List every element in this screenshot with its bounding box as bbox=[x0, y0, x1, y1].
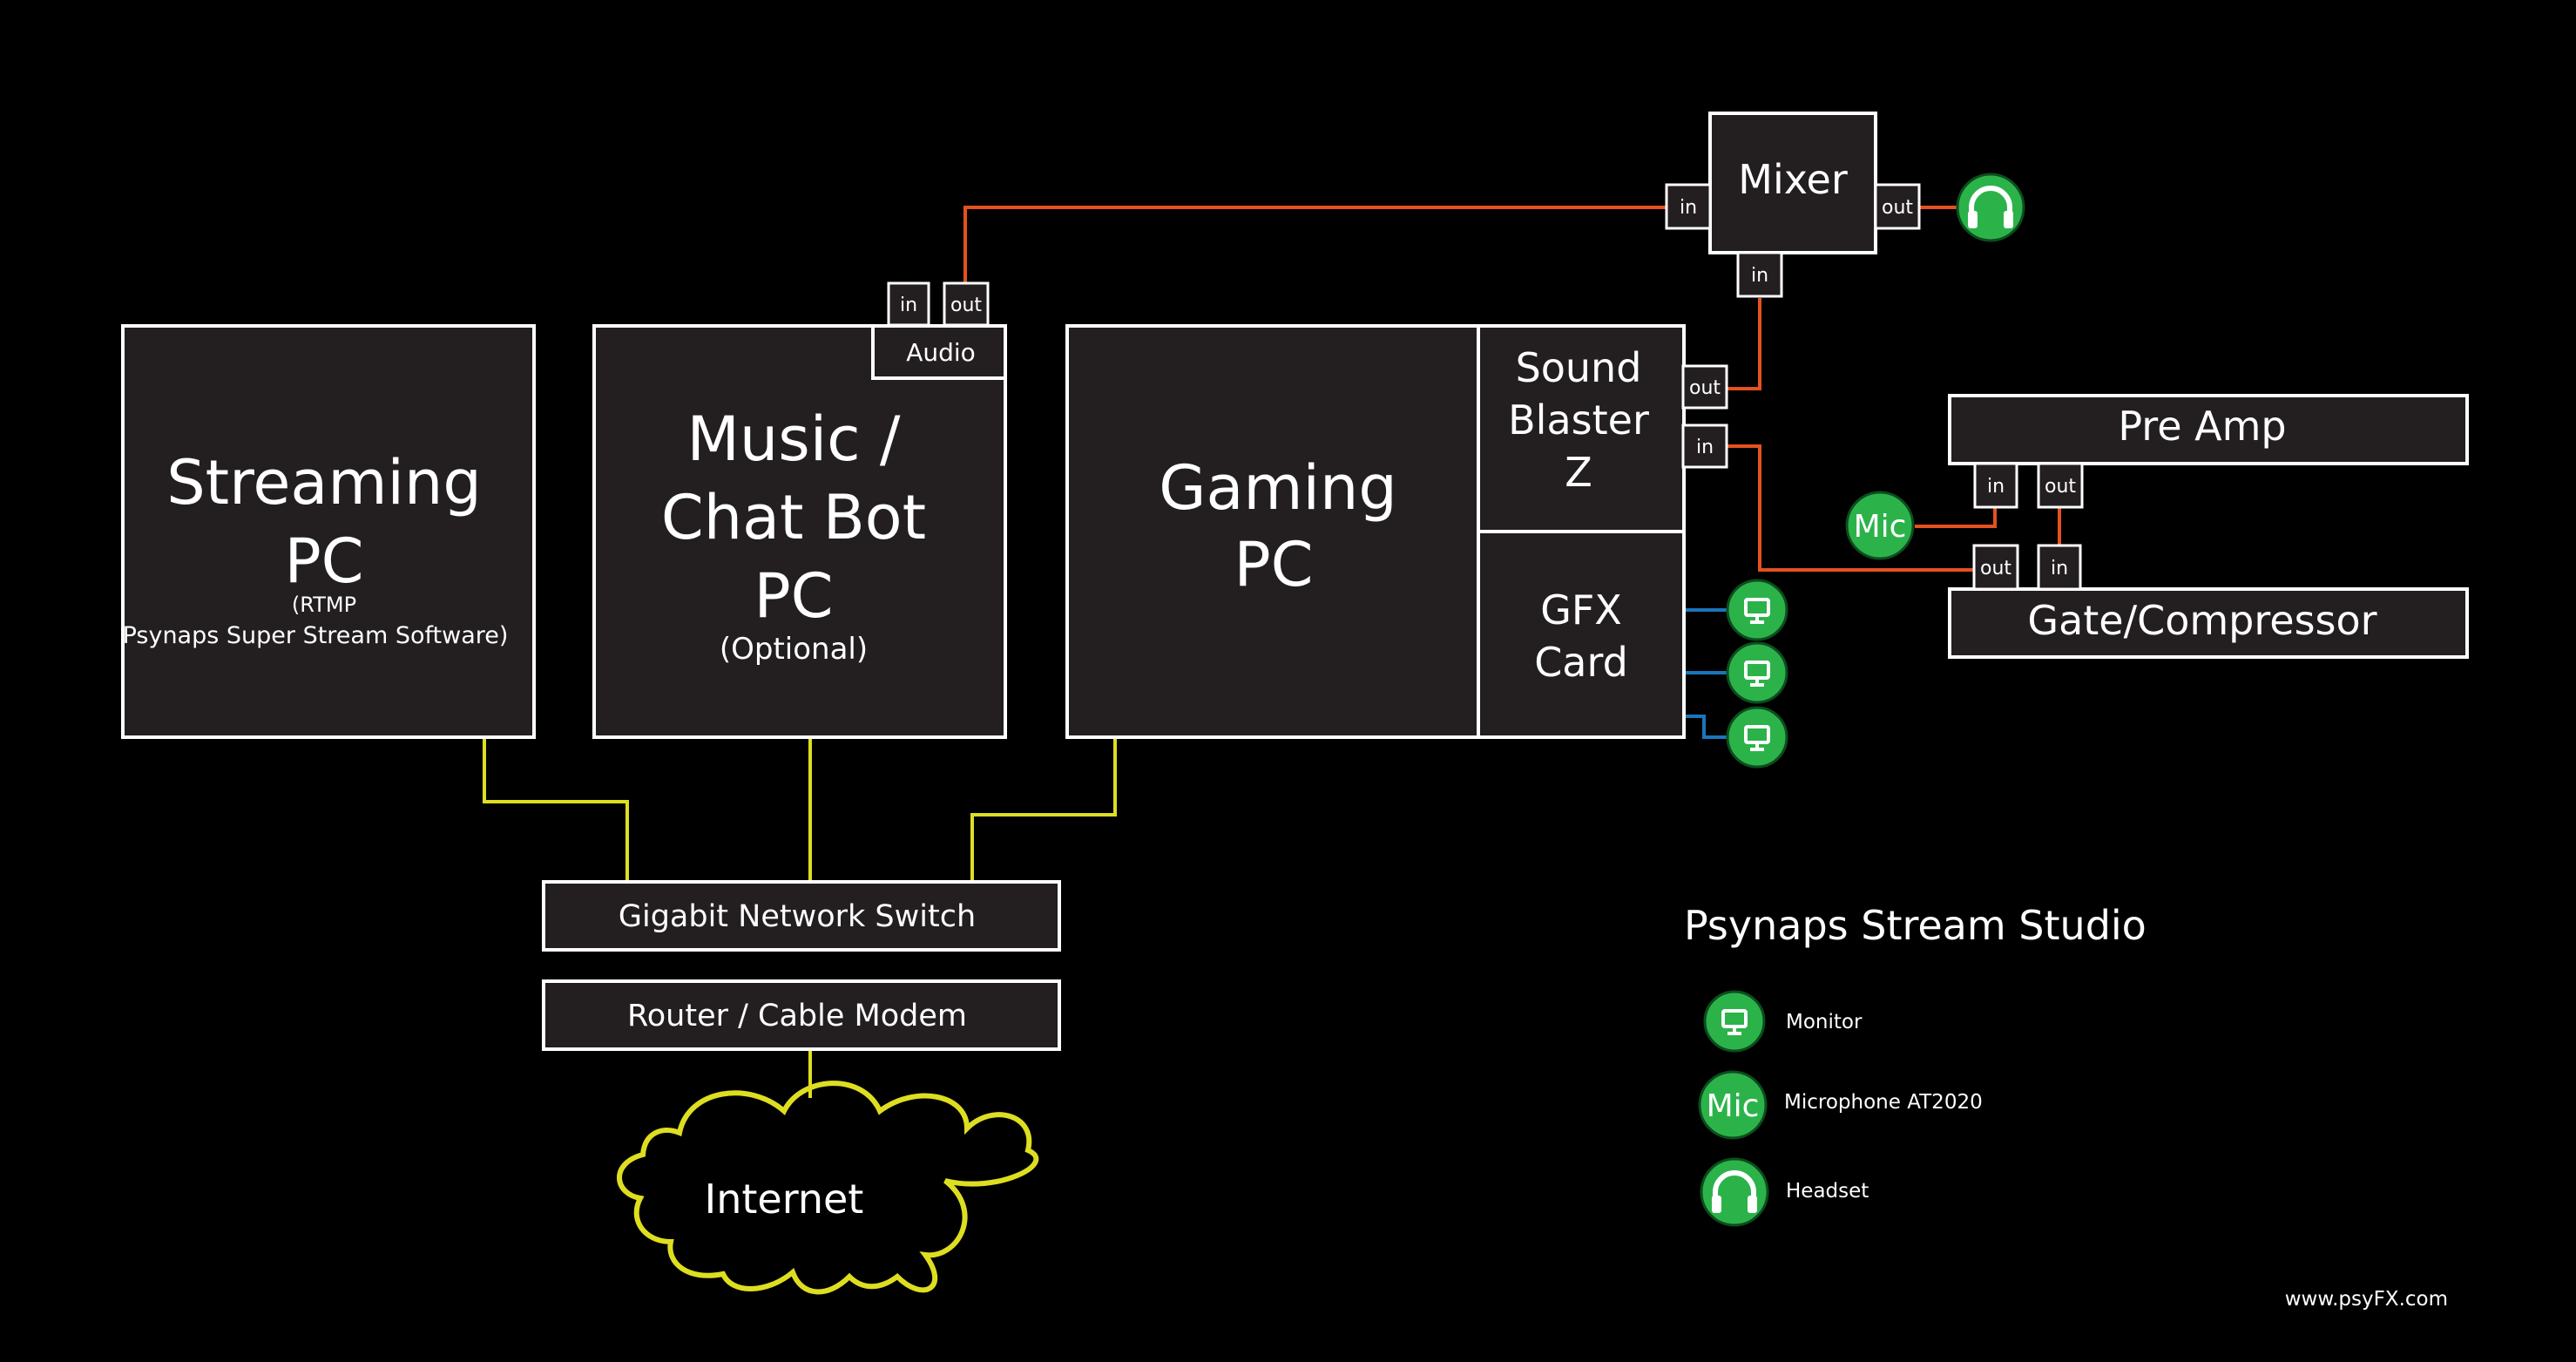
pre-amp: Pre Amp in out bbox=[1948, 394, 2469, 509]
gate-in-label: in bbox=[2051, 558, 2068, 579]
gate-box bbox=[1948, 587, 2469, 659]
legend-monitor-icon bbox=[1703, 990, 1766, 1053]
gfx-card-box bbox=[1477, 530, 1686, 739]
audio-out-label: out bbox=[950, 295, 982, 316]
music-pc-box bbox=[592, 324, 1007, 739]
audio-module-label: Audio bbox=[906, 338, 976, 367]
gfx-line-2: Card bbox=[1534, 639, 1628, 686]
mixer-out-port bbox=[1874, 183, 1921, 230]
network-devices: Gigabit Network Switch Router / Cable Mo… bbox=[542, 880, 1061, 1051]
preamp-out-port bbox=[2037, 462, 2084, 509]
legend-headset-icon bbox=[1700, 1157, 1769, 1227]
wire-streaming-to-switch bbox=[483, 739, 629, 882]
mixer-box bbox=[1708, 112, 1877, 254]
gate-compressor: Gate/Compressor out in bbox=[1948, 544, 2469, 659]
microphone-icon: Mic bbox=[1845, 491, 1915, 560]
soundblaster-line-2: Blaster bbox=[1508, 396, 1649, 444]
wire-mic-to-preamp-in bbox=[1915, 507, 1997, 528]
video-wires bbox=[1683, 608, 1727, 739]
streaming-pc-sub-1: (RTMP bbox=[292, 593, 356, 617]
music-pc-title-1: Music / bbox=[687, 403, 901, 475]
gaming-pc-title-1: Gaming bbox=[1159, 452, 1397, 524]
wire-soundblaster-out-to-mixer-in bbox=[1725, 298, 1761, 390]
mic-icon-text: Mic bbox=[1854, 509, 1907, 545]
mixer-label: Mixer bbox=[1738, 156, 1848, 203]
network-wires bbox=[483, 739, 1117, 1098]
preamp-label: Pre Amp bbox=[2118, 403, 2286, 450]
legend-mic-icon-text: Mic bbox=[1707, 1088, 1760, 1124]
gate-in-port bbox=[2037, 544, 2082, 591]
audio-module-box bbox=[871, 324, 1007, 380]
soundblaster-out-label: out bbox=[1689, 377, 1721, 399]
gate-out-label: out bbox=[1980, 558, 2011, 579]
streaming-pc: Streaming PC (RTMP Psynaps Super Stream … bbox=[121, 324, 536, 739]
legend-microphone-icon: Mic bbox=[1698, 1070, 1768, 1140]
preamp-in-label: in bbox=[1987, 476, 2005, 498]
soundblaster-in-label: in bbox=[1696, 437, 1714, 458]
mixer-in-bottom-label: in bbox=[1751, 265, 1768, 287]
gaming-pc: Gaming PC Sound Blaster Z out in GFX Car… bbox=[1065, 324, 1728, 739]
wire-gate-out-to-soundblaster-in bbox=[1725, 444, 1976, 572]
wire-gaming-to-switch bbox=[970, 739, 1117, 882]
mixer-in-port-bottom bbox=[1736, 251, 1783, 298]
router-label: Router / Cable Modem bbox=[627, 999, 967, 1033]
streaming-pc-sub-2: Psynaps Super Stream Software) bbox=[123, 622, 509, 649]
mixer: Mixer in out in bbox=[1665, 112, 1921, 298]
monitor-icon-1 bbox=[1726, 579, 1788, 641]
soundblaster-out-port bbox=[1681, 364, 1728, 410]
monitor-icon-2 bbox=[1726, 641, 1788, 704]
audio-in-label: in bbox=[900, 295, 917, 316]
music-pc-sub: (Optional) bbox=[720, 632, 868, 667]
audio-out-port bbox=[943, 281, 990, 327]
gfx-line-1: GFX bbox=[1540, 586, 1622, 634]
soundblaster-line-3: Z bbox=[1565, 449, 1592, 496]
gate-out-port bbox=[1972, 544, 2019, 591]
gate-label: Gate/Compressor bbox=[2027, 597, 2377, 644]
internet-cloud-shape bbox=[617, 1081, 1039, 1295]
headset-icon bbox=[1956, 173, 2025, 242]
soundblaster-line-1: Sound bbox=[1516, 344, 1642, 391]
footer-url: www.psyFX.com bbox=[2285, 1288, 2448, 1311]
mixer-in-port-left bbox=[1665, 183, 1712, 230]
legend-title: Psynaps Stream Studio bbox=[1684, 902, 2147, 949]
gaming-pc-title-2: PC bbox=[1234, 529, 1313, 600]
soundblaster-in-port bbox=[1681, 424, 1728, 469]
audio-in-port bbox=[887, 281, 930, 327]
streaming-pc-box bbox=[121, 324, 536, 739]
preamp-out-label: out bbox=[2045, 476, 2076, 498]
legend-microphone-label: Microphone AT2020 bbox=[1784, 1091, 1983, 1114]
streaming-pc-title-2: PC bbox=[284, 525, 363, 597]
streaming-pc-title-1: Streaming bbox=[166, 447, 482, 518]
legend-headset-label: Headset bbox=[1786, 1180, 1869, 1203]
switch-box bbox=[542, 880, 1061, 952]
music-chatbot-pc: Music / Chat Bot PC (Optional) Audio in … bbox=[592, 281, 1007, 739]
wire-audio-out-to-mixer-in bbox=[963, 206, 1667, 283]
router-box bbox=[542, 979, 1061, 1051]
internet-cloud: Internet bbox=[617, 1081, 1039, 1295]
wire-gfx-to-monitor-3 bbox=[1683, 715, 1727, 739]
preamp-in-port bbox=[1973, 462, 2018, 509]
mixer-in-left-label: in bbox=[1680, 197, 1697, 219]
switch-label: Gigabit Network Switch bbox=[619, 899, 976, 934]
music-pc-title-2: Chat Bot bbox=[661, 482, 926, 553]
monitor-icon-3 bbox=[1726, 706, 1788, 769]
music-pc-title-3: PC bbox=[754, 560, 833, 632]
soundblaster-box bbox=[1477, 324, 1686, 533]
legend: Psynaps Stream Studio Monitor Mic Microp… bbox=[1684, 902, 2147, 1227]
legend-monitor-label: Monitor bbox=[1786, 1011, 1863, 1033]
mixer-out-label: out bbox=[1882, 197, 1913, 219]
internet-label: Internet bbox=[705, 1176, 864, 1223]
preamp-box bbox=[1948, 394, 2469, 465]
